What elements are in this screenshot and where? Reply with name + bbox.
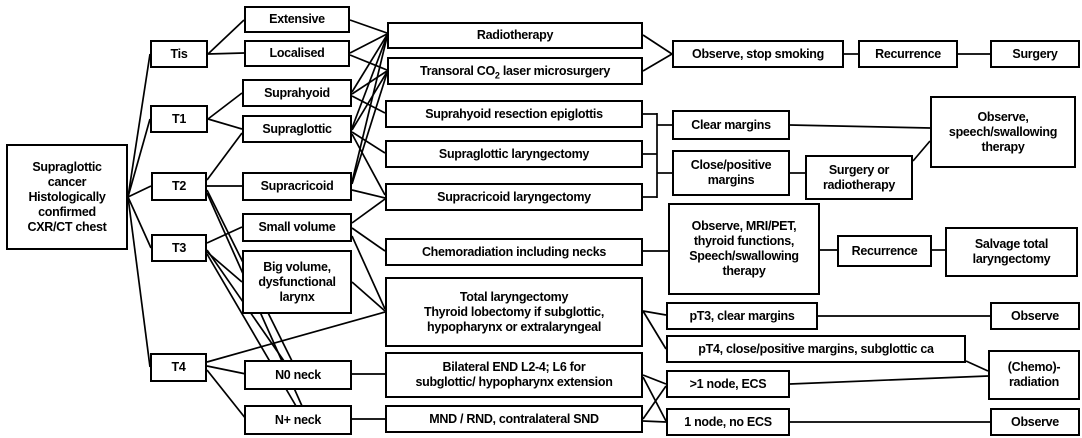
node-t1: T1 <box>150 105 208 133</box>
node-supracricoid-laryngectomy: Supracricoid laryngectomy <box>385 183 643 211</box>
node-observe-speech-swallowing-therapy: Observe, speech/swallowing therapy <box>930 96 1076 168</box>
node-supraglottic-laryngectomy: Supraglottic laryngectomy <box>385 140 643 168</box>
node-extensive: Extensive <box>244 6 350 33</box>
node-chemoradiation-including-necks: Chemoradiation including necks <box>385 238 643 266</box>
node-supraglottic-cancer: Supraglottic cancer Histologically confi… <box>6 144 128 250</box>
node-recurrence-top: Recurrence <box>858 40 958 68</box>
node-t3: T3 <box>151 234 207 262</box>
node-chemo-radiation: (Chemo)- radiation <box>988 350 1080 400</box>
node-recurrence-mid: Recurrence <box>837 235 932 267</box>
node-tis: Tis <box>150 40 208 68</box>
node-observe-mri-pet: Observe, MRI/PET, thyroid functions, Spe… <box>668 203 820 295</box>
node-total-laryngectomy: Total laryngectomy Thyroid lobectomy if … <box>385 277 643 347</box>
node-localised: Localised <box>244 40 350 67</box>
node-suprahyoid-resection-epiglottis: Suprahyoid resection epiglottis <box>385 100 643 128</box>
node-1-node-no-ecs: 1 node, no ECS <box>666 408 790 436</box>
node-big-volume-dysfunctional-larynx: Big volume, dysfunctional larynx <box>242 250 352 314</box>
node-supracricoid: Supracricoid <box>242 172 352 201</box>
node-gt1-node-ecs: >1 node, ECS <box>666 370 790 398</box>
node-t2: T2 <box>151 172 207 201</box>
node-radiotherapy: Radiotherapy <box>387 22 643 49</box>
node-observe-pt3: Observe <box>990 302 1080 330</box>
node-n0-neck: N0 neck <box>244 360 352 390</box>
node-pt4-close-positive-margins: pT4, close/positive margins, subglottic … <box>666 335 966 363</box>
node-observe-node: Observe <box>990 408 1080 436</box>
node-surgery: Surgery <box>990 40 1080 68</box>
node-clear-margins: Clear margins <box>672 110 790 140</box>
node-close-positive-margins: Close/positive margins <box>672 150 790 196</box>
node-pt3-clear-margins: pT3, clear margins <box>666 302 818 330</box>
node-salvage-total-laryngectomy: Salvage total laryngectomy <box>945 227 1078 277</box>
node-surgery-or-radiotherapy: Surgery or radiotherapy <box>805 155 913 200</box>
node-small-volume: Small volume <box>242 213 352 242</box>
node-n-plus-neck: N+ neck <box>244 405 352 435</box>
node-mnd-rnd-contralateral-snd: MND / RND, contralateral SND <box>385 405 643 433</box>
node-transoral-co2-laser-microsurgery: Transoral CO2 laser microsurgery <box>387 57 643 85</box>
node-supraglottic: Supraglottic <box>242 115 352 143</box>
node-t4: T4 <box>150 353 207 382</box>
node-bilateral-end: Bilateral END L2-4; L6 for subglottic/ h… <box>385 352 643 398</box>
node-suprahyoid: Suprahyoid <box>242 79 352 107</box>
node-observe-stop-smoking: Observe, stop smoking <box>672 40 844 68</box>
